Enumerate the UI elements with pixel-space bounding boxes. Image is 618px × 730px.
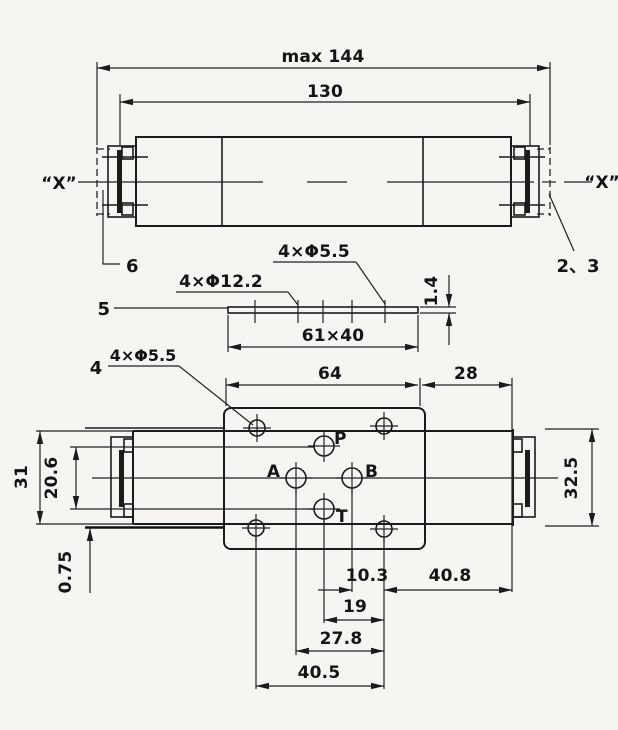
item-2-3-label: 2、3 [556,256,599,277]
dim-61x40: 61×40 [227,315,419,352]
plan-left-end-cap [110,436,134,518]
dim-20-6: 20.6 [42,447,80,509]
body-small-holes-label: 4×Φ5.5 [110,346,176,365]
dim-0-75: 0.75 [56,528,94,594]
top-view: max 144 130 “X” “X” 6 2、3 [41,47,618,277]
port-p-label: P [334,429,346,449]
plate-small-holes-callout: 4×Φ5.5 [273,242,386,305]
dim-center-width-label: 64 [318,364,342,384]
item-5-label: 5 [97,299,110,320]
dim-right-height-label: 32.5 [562,457,582,500]
plate-large-holes-label: 4×Φ12.2 [179,272,263,292]
dim-plate-size-label: 61×40 [302,326,365,346]
bottom-extension-lines [255,488,385,689]
dim-32-5: 32.5 [545,428,599,527]
port-b-label: B [365,462,378,482]
port-t-label: T [336,507,348,527]
port-a-label: A [267,462,281,482]
dim-19: 19 [324,597,384,624]
dim-b-to-hole-label: 10.3 [346,566,389,586]
dim-t-to-hole-label: 19 [343,597,367,617]
left-end-cap [96,145,148,218]
seal-plate-edges [85,427,225,529]
dim-plate-thickness-label: 1.4 [422,276,442,307]
plate-large-holes-callout: 4×Φ12.2 [176,272,299,306]
section-view: 5 4×Φ5.5 4×Φ12.2 61×40 [97,242,456,352]
dim-31: 31 [12,431,44,524]
dim-right-width-label: 28 [454,364,478,384]
plate-small-holes-label: 4×Φ5.5 [278,242,350,262]
dim-40-5: 40.5 [256,663,384,690]
dim-plate-offset-label: 0.75 [56,551,76,594]
dim-max-144: max 144 [96,47,551,145]
dim-port-span-label: 20.6 [42,457,62,500]
dim-a-to-hole-label: 27.8 [320,629,363,649]
section-mark-x-left: “X” [41,174,76,194]
port-row-lines [70,446,558,510]
plan-right-end-cap [512,436,536,518]
dim-27-8: 27.8 [296,629,384,655]
dim-64-28: 64 28 [225,364,513,592]
dim-hole-to-hole-label: 40.5 [298,663,341,683]
item-2-3-callout: 2、3 [548,193,600,277]
dim-left-height-label: 31 [12,465,32,489]
dim-max-length-label: max 144 [282,47,365,67]
body-small-holes-callout: 4 4×Φ5.5 [90,346,254,426]
right-end-cap [499,145,551,218]
section-mark-x-right: “X” [584,173,618,193]
item-6-callout: 6 [102,190,139,277]
mounting-holes [242,412,398,543]
hole-center-ticks [254,300,386,323]
dim-length-label: 130 [307,82,343,102]
plan-view: P A B T 4 4×Φ5.5 64 28 [12,346,599,690]
dim-130: 130 [119,82,531,146]
item-4-label: 4 [90,358,103,379]
item-5-callout: 5 [97,299,228,320]
dim-10-3-40-8: 10.3 40.8 [318,566,512,594]
dim-hole-to-edge-label: 40.8 [429,566,472,586]
dim-1-4: 1.4 [420,275,456,345]
item-6-label: 6 [126,256,139,277]
